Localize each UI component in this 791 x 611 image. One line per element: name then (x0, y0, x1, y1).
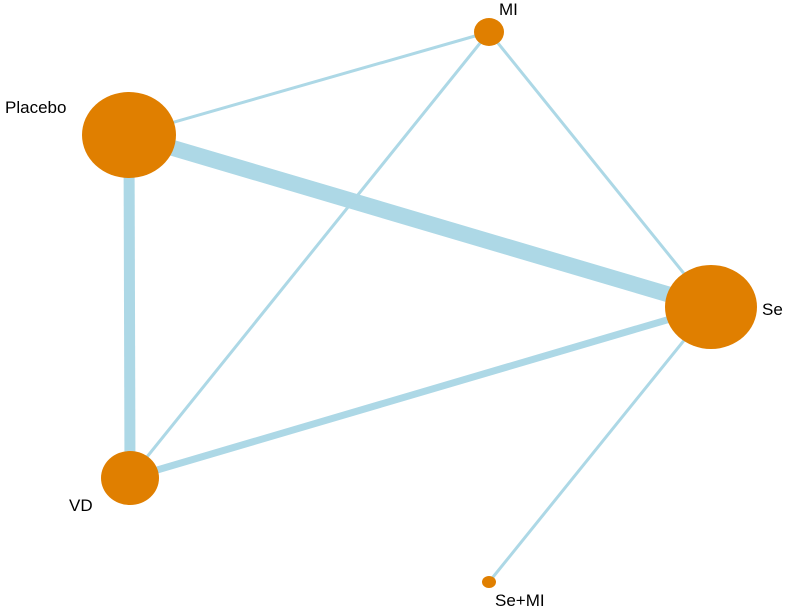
edge-mi-vd (128, 31, 491, 479)
node-label-se: Se (762, 300, 783, 319)
node-label-placebo: Placebo (5, 98, 66, 117)
edge-placebo-se (126, 127, 714, 315)
nodes-layer (82, 18, 757, 588)
node-se (665, 265, 757, 349)
edge-mi-se (487, 31, 713, 308)
node-placebo (82, 92, 176, 178)
edge-placebo-vd (123, 134, 136, 479)
node-vd (101, 451, 159, 505)
edge-vd-se (129, 303, 712, 482)
node-label-vd: VD (69, 496, 93, 515)
edge-placebo-mi (128, 30, 490, 137)
node-label-se_mi: Se+MI (495, 591, 545, 610)
node-se_mi (482, 576, 496, 588)
node-mi (474, 18, 504, 46)
node-label-mi: MI (499, 0, 518, 19)
edges-layer (123, 30, 714, 583)
edge-se-se_mi (487, 306, 713, 583)
